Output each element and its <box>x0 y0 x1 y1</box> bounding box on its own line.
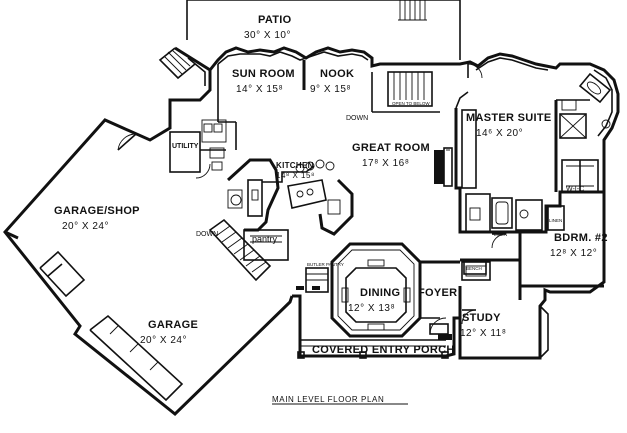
labels: PATIO 30° X 10° SUN ROOM 14° X 15⁸ NOOK … <box>54 14 608 405</box>
study <box>458 286 549 359</box>
bench-label: BENCH <box>466 266 482 271</box>
master-suite-dims: 14⁶ X 20° <box>476 128 523 139</box>
study-dims: 12° X 11⁸ <box>460 328 506 339</box>
sun-room-label: SUN ROOM <box>232 68 295 80</box>
wic-label: W-I-C <box>566 186 584 193</box>
dining-label: DINING <box>360 287 400 299</box>
stair-down-garage <box>208 218 272 282</box>
garage-shop-dims: 20° X 24° <box>62 221 109 232</box>
linen-label-2: LINEN <box>494 232 507 237</box>
garage-label: GARAGE <box>148 319 198 331</box>
master-suite-label: MASTER SUITE <box>466 112 552 124</box>
utility-room <box>169 119 243 209</box>
linen-label-1: LINEN <box>549 218 562 223</box>
pantry-label: pantry <box>252 234 278 244</box>
kitchen <box>226 158 354 261</box>
patio-dims: 30° X 10° <box>244 30 291 41</box>
great-room-label: GREAT ROOM <box>352 142 430 154</box>
garage-shop-label: GARAGE/SHOP <box>54 205 140 217</box>
open-to-below-label: OPEN TO BELOW <box>392 101 430 106</box>
utility-label: UTILITY <box>172 143 199 150</box>
porch-label: COVERED ENTRY PORCH <box>312 344 455 356</box>
bedroom-2-label: BDRM. #2 <box>554 232 608 244</box>
dining-room <box>296 242 422 338</box>
nook-dims: 9° X 15⁸ <box>310 84 351 95</box>
plan-caption: MAIN LEVEL FLOOR PLAN <box>272 395 384 404</box>
kitchen-dims: 14⁸ X 15⁸ <box>276 171 315 180</box>
sun-room-dims: 14° X 15⁸ <box>236 84 283 95</box>
down-label-garage: DOWN <box>196 231 218 238</box>
foyer <box>420 259 487 340</box>
study-label: STUDY <box>462 312 501 324</box>
great-room-dims: 17⁸ X 16⁸ <box>362 158 409 169</box>
bedroom-2-dims: 12⁸ X 12° <box>550 248 597 259</box>
foyer-label: FOYER <box>418 287 457 299</box>
butler-pantry-label: BUTLER PANTRY <box>307 262 344 267</box>
patio-label: PATIO <box>258 14 292 26</box>
stair-nook <box>371 71 440 113</box>
dining-dims: 12° X 13⁸ <box>348 303 395 314</box>
patio-outline <box>186 0 461 60</box>
bedroom-2 <box>460 232 604 288</box>
garage-wing <box>3 46 294 416</box>
garage-dims: 20° X 24° <box>140 335 187 346</box>
kitchen-label: KITCHEN <box>276 161 314 170</box>
master-suite <box>454 63 612 234</box>
fireplace <box>434 147 453 187</box>
nook-label: NOOK <box>320 68 354 80</box>
down-label-nook: DOWN <box>346 115 368 122</box>
covered-porch <box>297 339 449 359</box>
interior-walls-north <box>217 60 306 150</box>
